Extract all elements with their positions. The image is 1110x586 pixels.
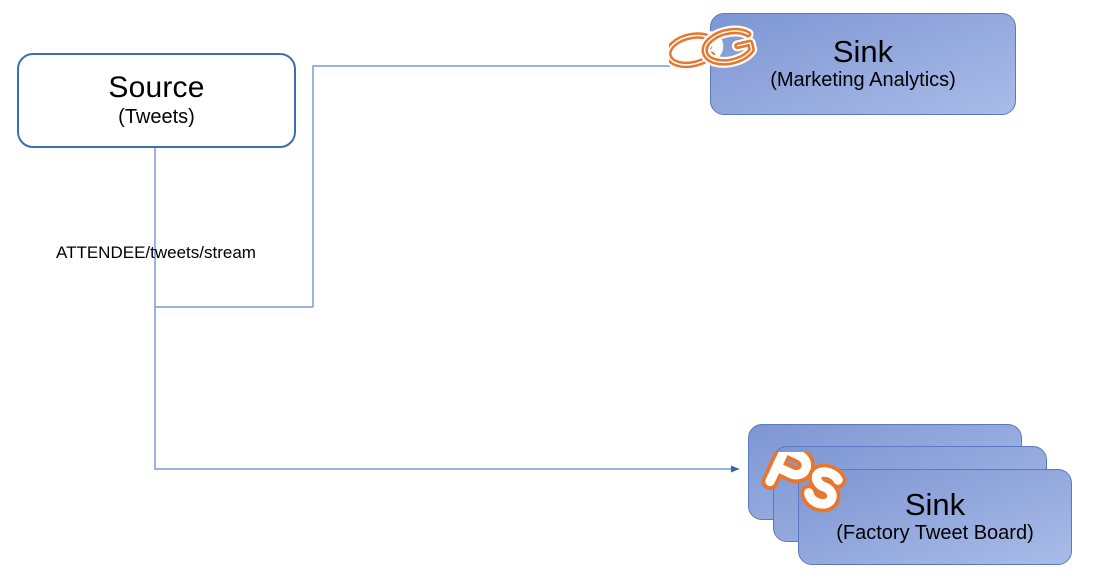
source-node[interactable]: Source (Tweets) <box>17 53 296 148</box>
sink-marketing-analytics-subtitle: (Marketing Analytics) <box>770 69 956 92</box>
source-node-subtitle: (Tweets) <box>118 105 195 128</box>
connector-to-marketing-analytics <box>312 62 701 307</box>
sink-marketing-analytics-title: Sink <box>832 33 894 69</box>
sink-factory-tweet-board[interactable]: Sink (Factory Tweet Board) <box>798 469 1072 565</box>
sink-factory-tweet-board-body: Sink (Factory Tweet Board) <box>799 470 1071 564</box>
edge-label-attendee-tweets-stream: ATTENDEE/tweets/stream <box>56 243 256 262</box>
sink-marketing-analytics[interactable]: Sink (Marketing Analytics) <box>710 13 1016 115</box>
sink-factory-tweet-board-title: Sink <box>904 486 966 522</box>
sink-factory-tweet-board-subtitle: (Factory Tweet Board) <box>836 522 1034 545</box>
sink-marketing-analytics-body: Sink (Marketing Analytics) <box>711 14 1015 114</box>
connector-to-factory-tweet-board <box>154 148 740 473</box>
source-node-title: Source <box>108 71 205 105</box>
